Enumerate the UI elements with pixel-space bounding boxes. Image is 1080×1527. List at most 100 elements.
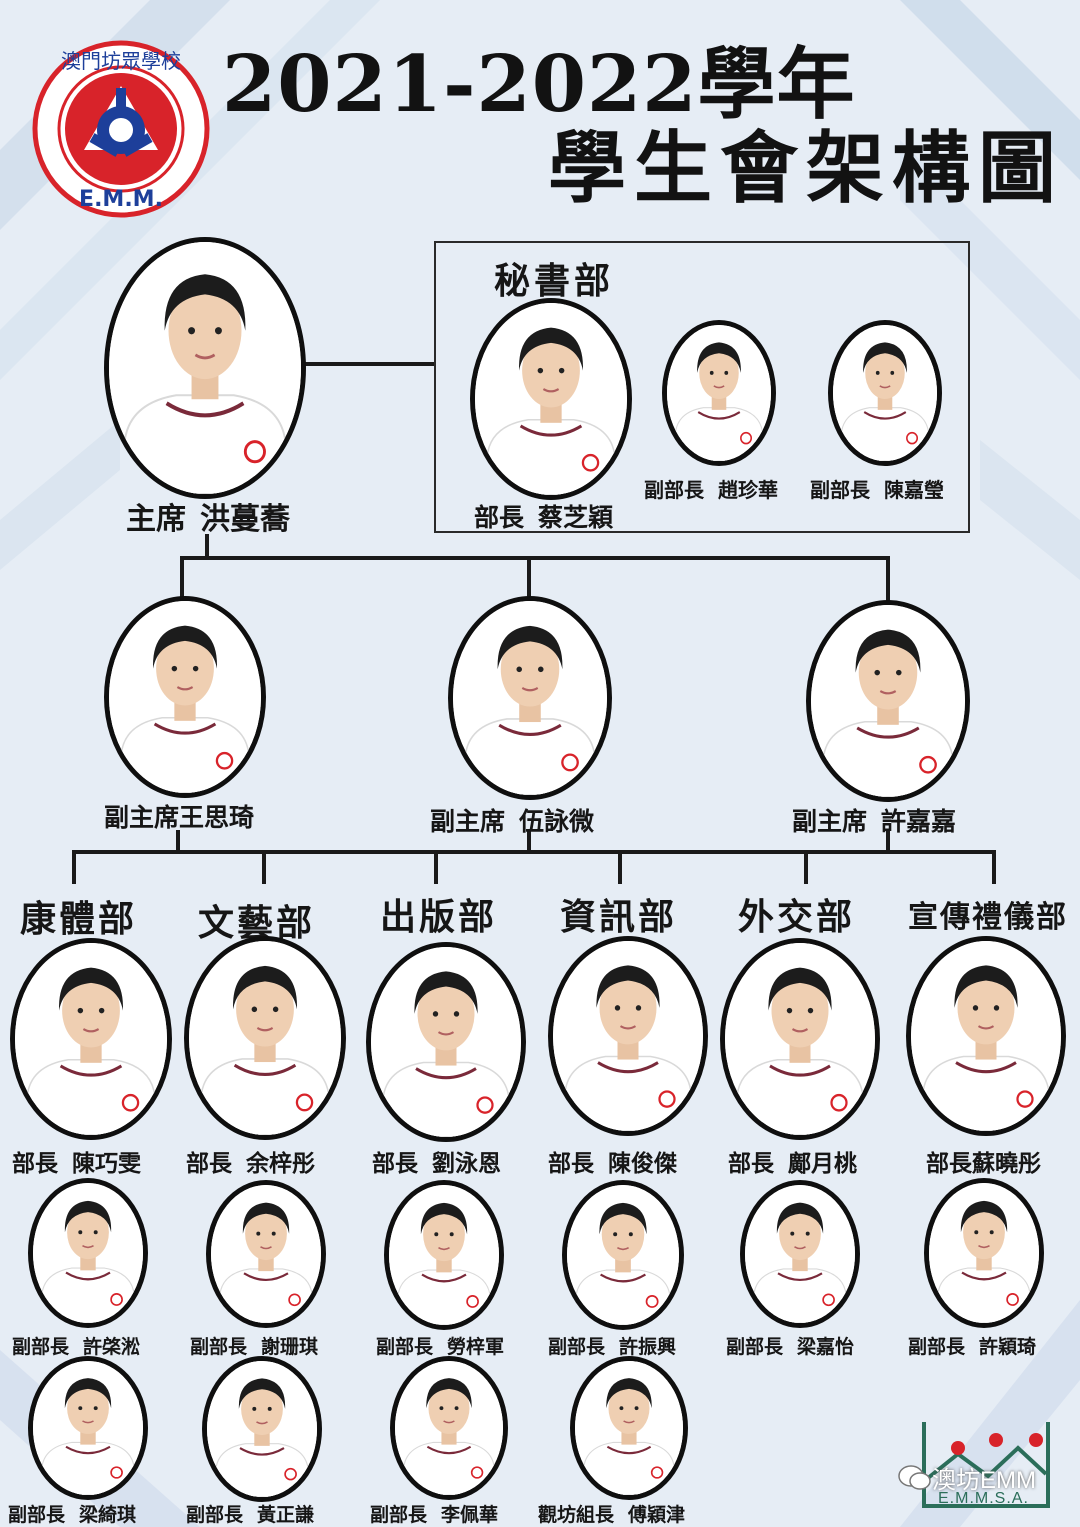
vice-president-2-caption: 副主席伍詠微 — [430, 807, 595, 836]
vice-president-2-photo — [448, 596, 612, 800]
dept-head-caption-3: 部長劉泳恩 — [372, 1150, 501, 1177]
page-title: 學生會架構圖 — [548, 123, 1065, 214]
dept-head-photo-2 — [184, 936, 346, 1140]
vice-president-3-caption: 副主席許嘉嘉 — [792, 807, 957, 836]
connector-dept2 — [262, 850, 266, 884]
portrait-silhouette — [833, 325, 937, 461]
dept-title-external: 外交部 — [738, 896, 856, 938]
portrait-silhouette — [33, 1183, 143, 1323]
dept-head-photo-5 — [720, 938, 880, 1140]
portrait-silhouette — [575, 1361, 683, 1495]
watermark: 澳坊EMM E.M.M.S.A. — [898, 1418, 1060, 1518]
dept-deputy-caption-5a: 副部長梁嘉怡 — [726, 1336, 855, 1358]
portrait-silhouette — [15, 943, 167, 1135]
dept-deputy-caption-4b: 觀坊組長傅穎津 — [538, 1504, 686, 1526]
connector-dept5 — [804, 850, 808, 884]
dept-title-information: 資訊部 — [560, 896, 678, 938]
secretariat-head-caption: 部長蔡芝穎 — [474, 503, 614, 532]
portrait-silhouette — [395, 1361, 503, 1495]
dept-deputy-photo-3b — [390, 1356, 508, 1500]
connector-dept3 — [434, 850, 438, 884]
dept-deputy-caption-2b: 副部長黃正謙 — [186, 1504, 315, 1526]
watermark-subtext: E.M.M.S.A. — [938, 1490, 1029, 1507]
svg-text:澳門坊眾學校: 澳門坊眾學校 — [61, 49, 181, 73]
connector-vp-bar — [180, 556, 890, 560]
portrait-silhouette — [475, 303, 627, 495]
school-logo: 澳門坊眾學校 E.M.M. — [30, 38, 212, 220]
vice-president-3-photo — [806, 600, 970, 802]
secretariat-deputy1-caption: 副部長趙珍華 — [644, 478, 778, 502]
dept-deputy-photo-3a — [384, 1180, 504, 1330]
dept-title-publishing: 出版部 — [380, 896, 498, 938]
dept-deputy-caption-1b: 副部長梁綺琪 — [8, 1504, 137, 1526]
dept-deputy-photo-1a — [28, 1178, 148, 1328]
vice-president-1-caption: 副主席王思琦 — [104, 803, 255, 832]
dept-title-promotion: 宣傳禮儀部 — [908, 900, 1068, 935]
president-role: 主席 — [126, 502, 186, 537]
dept-deputy-photo-6a — [924, 1178, 1044, 1328]
portrait-silhouette — [553, 941, 703, 1131]
president-name: 洪蔓蕎 — [200, 502, 290, 537]
secretariat-deputy1-photo — [662, 320, 776, 466]
portrait-silhouette — [389, 1185, 499, 1325]
dept-deputy-caption-1a: 副部長許棨淞 — [12, 1336, 141, 1358]
dept-deputy-photo-1b — [28, 1356, 148, 1500]
dept-deputy-photo-5a — [740, 1180, 860, 1328]
president-photo — [104, 237, 306, 499]
portrait-silhouette — [745, 1185, 855, 1323]
portrait-silhouette — [109, 601, 261, 793]
page-title-year: 2021-2022學年 — [222, 39, 856, 130]
portrait-silhouette — [211, 1185, 321, 1323]
secretariat-deputy2-caption: 副部長陳嘉瑩 — [810, 478, 944, 502]
portrait-silhouette — [911, 941, 1061, 1131]
dept-deputy-photo-2a — [206, 1180, 326, 1328]
dept-head-caption-6: 部長蘇曉彤 — [926, 1150, 1041, 1177]
vice-president-1-photo — [104, 596, 266, 798]
dept-deputy-caption-4a: 副部長許振興 — [548, 1336, 677, 1358]
connector-dept1 — [72, 850, 76, 884]
connector-vp2 — [527, 556, 531, 598]
connector-vp1 — [180, 556, 184, 598]
dept-head-caption-1: 部長陳巧雯 — [12, 1150, 141, 1177]
dept-head-caption-2: 部長余梓彤 — [186, 1150, 315, 1177]
mountain-logo-icon — [922, 1422, 1050, 1508]
connector-dept4 — [618, 850, 622, 884]
portrait-silhouette — [207, 1361, 317, 1497]
dept-deputy-photo-4b — [570, 1356, 688, 1500]
portrait-silhouette — [109, 242, 301, 494]
dept-head-photo-1 — [10, 938, 172, 1140]
dept-title-sports: 康體部 — [20, 898, 138, 940]
wechat-icon — [898, 1465, 931, 1490]
connector-dept6 — [992, 850, 996, 884]
dept-head-photo-3 — [366, 942, 526, 1142]
dept-deputy-caption-6a: 副部長許穎琦 — [908, 1336, 1037, 1358]
connector-president-secretariat — [300, 362, 434, 366]
secretariat-title: 秘書部 — [494, 260, 615, 302]
secretariat-box — [434, 241, 970, 533]
secretariat-deputy2-photo — [828, 320, 942, 466]
connector-vp-to-dept1 — [176, 830, 180, 852]
portrait-silhouette — [33, 1361, 143, 1495]
portrait-silhouette — [371, 947, 521, 1137]
connector-vp3 — [886, 556, 890, 604]
secretariat-head-photo — [470, 298, 632, 500]
connector-dept-bar — [72, 850, 996, 854]
dept-deputy-caption-2a: 副部長謝珊琪 — [190, 1336, 319, 1358]
watermark-text: 澳坊EMM — [932, 1467, 1036, 1494]
connector-president-down — [205, 534, 209, 558]
portrait-silhouette — [725, 943, 875, 1135]
dept-head-caption-5: 部長鄺月桃 — [728, 1150, 857, 1177]
portrait-silhouette — [929, 1183, 1039, 1323]
dept-deputy-photo-2b — [202, 1356, 322, 1502]
president-caption: 主席洪蔓蕎 — [126, 494, 290, 538]
dept-head-caption-4: 部長陳俊傑 — [548, 1150, 677, 1177]
dept-deputy-caption-3b: 副部長李佩華 — [370, 1504, 499, 1526]
portrait-silhouette — [567, 1185, 679, 1325]
svg-text:E.M.M.: E.M.M. — [79, 187, 163, 212]
dept-head-photo-4 — [548, 936, 708, 1136]
portrait-silhouette — [453, 601, 607, 795]
connector-vp-to-dept2 — [527, 830, 531, 852]
connector-vp-to-dept3 — [886, 830, 890, 852]
dept-head-photo-6 — [906, 936, 1066, 1136]
portrait-silhouette — [667, 325, 771, 461]
